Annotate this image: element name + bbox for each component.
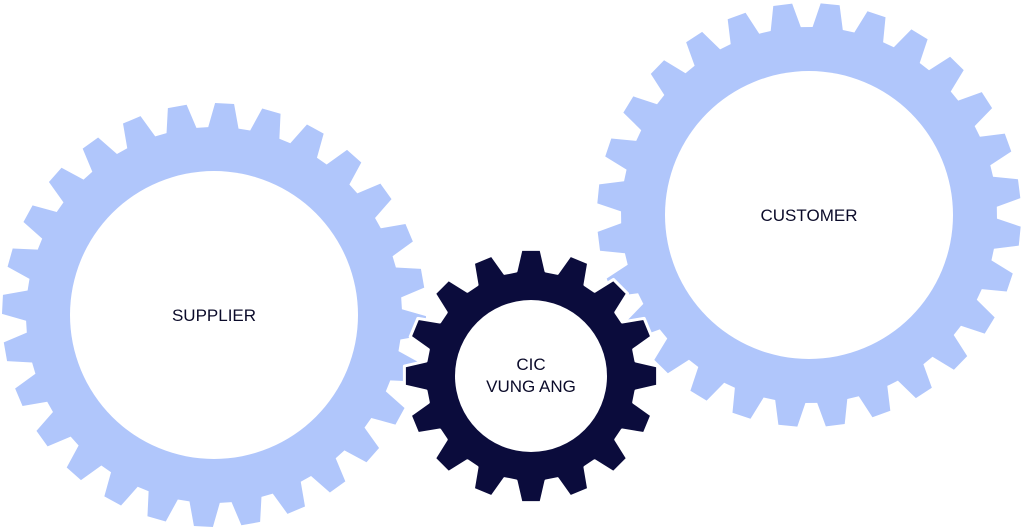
center-label-line2: VUNG ANG — [486, 377, 576, 396]
customer-gear: CUSTOMER — [597, 3, 1021, 427]
supplier-gear-hub — [70, 171, 358, 459]
customer-gear-hub — [665, 71, 953, 359]
center-gear-hub — [455, 300, 607, 452]
supplier-label: SUPPLIER — [172, 306, 256, 325]
center-label-line1: CIC — [516, 355, 545, 374]
supplier-gear: SUPPLIER — [2, 103, 426, 527]
center-gear: CIC VUNG ANG — [402, 247, 660, 505]
customer-label: CUSTOMER — [761, 206, 858, 225]
